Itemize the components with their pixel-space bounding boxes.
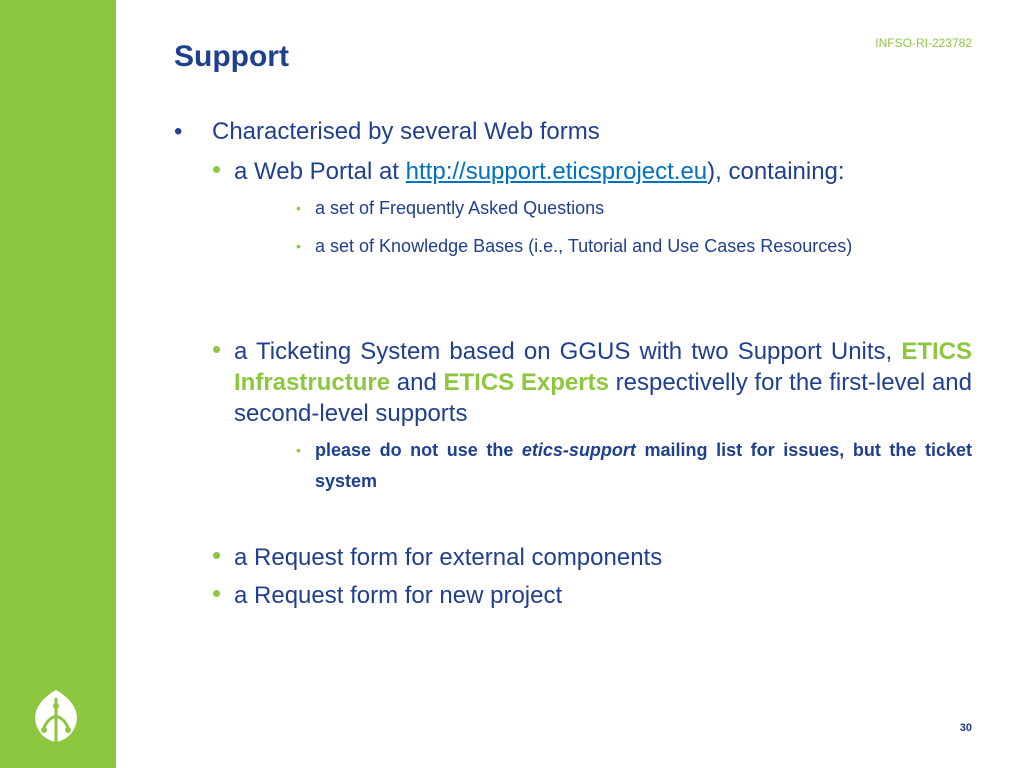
bullet-icon: • bbox=[296, 442, 301, 458]
etics-experts-label: ETICS Experts bbox=[443, 369, 609, 396]
support-portal-link[interactable]: http://support.eticsproject.eu bbox=[405, 158, 708, 185]
slide-title: Support bbox=[174, 40, 289, 73]
bullet-icon: • bbox=[174, 118, 183, 145]
bullet-ticketing: • a Ticketing System based on GGUS with … bbox=[212, 334, 972, 429]
bullet-icon: • bbox=[212, 154, 222, 184]
bullet-text: a Request form for new project bbox=[234, 582, 563, 609]
project-code: INFSO-RI-223782 bbox=[875, 36, 972, 50]
mailing-list-name: etics-support bbox=[521, 440, 636, 460]
bullet-text: a set of Knowledge Bases (i.e., Tutorial… bbox=[315, 236, 853, 256]
bullet-web-portal: • a Web Portal at http://support.eticspr… bbox=[212, 154, 972, 187]
bullet-text: a Web Portal at http://support.eticsproj… bbox=[234, 156, 972, 187]
bullet-text: a Request form for external components bbox=[234, 544, 663, 571]
bullet-icon: • bbox=[296, 238, 301, 254]
bullet-note: • please do not use the etics-support ma… bbox=[296, 435, 972, 497]
slide-content: • Characterised by several Web forms • a… bbox=[174, 0, 972, 768]
text-segment: a Ticketing System based on GGUS with tw… bbox=[234, 338, 902, 365]
bullet-icon: • bbox=[212, 334, 222, 364]
bullet-icon: • bbox=[296, 200, 301, 216]
bullet-text: a Ticketing System based on GGUS with tw… bbox=[234, 336, 972, 429]
page-number: 30 bbox=[959, 722, 972, 734]
bullet-faq: • a set of Frequently Asked Questions bbox=[296, 193, 972, 224]
text-segment: please do not use the bbox=[315, 440, 522, 460]
text-segment: a Web Portal at bbox=[234, 158, 406, 185]
text-segment: mailing list for issues, but the ticket … bbox=[315, 440, 972, 491]
bullet-text: please do not use the etics-support mail… bbox=[315, 435, 972, 497]
etics-infrastructure-label: ETICS Infrastructure bbox=[234, 338, 972, 396]
bullet-request-project: • a Request form for new project bbox=[212, 578, 972, 611]
bullet-knowledge-bases: • a set of Knowledge Bases (i.e., Tutori… bbox=[296, 231, 972, 262]
bullet-request-external: • a Request form for external components bbox=[212, 540, 972, 573]
text-segment: respectivelly for the first-level and se… bbox=[234, 369, 972, 427]
bullet-icon: • bbox=[212, 578, 222, 608]
text-segment: ), containing: bbox=[707, 158, 845, 185]
bullet-icon: • bbox=[212, 540, 222, 570]
bullet-text: a set of Frequently Asked Questions bbox=[315, 198, 605, 218]
text-segment: and bbox=[390, 369, 444, 396]
leaf-logo-icon bbox=[35, 690, 77, 748]
bullet-text: Characterised by several Web forms bbox=[212, 118, 600, 145]
green-sidebar bbox=[0, 0, 116, 768]
